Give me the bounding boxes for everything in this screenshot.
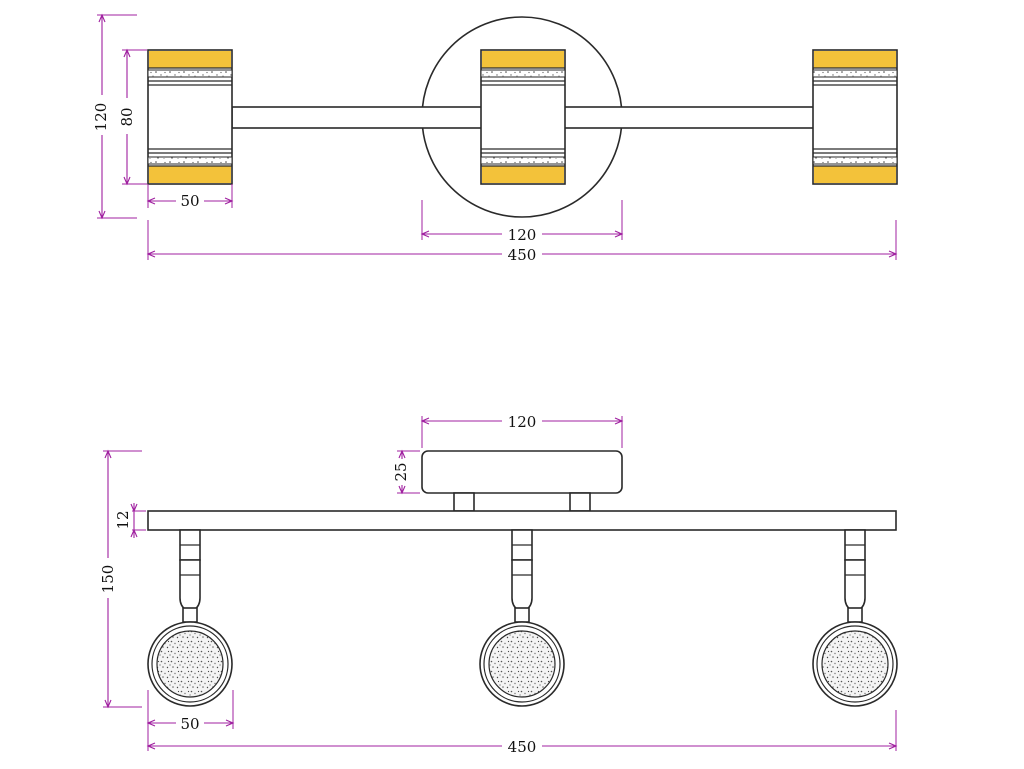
dim-top-base-diameter-label: 120 [508,226,537,244]
side-view: 120 25 12 [95,412,898,756]
crystal-band [147,69,233,78]
dim-top-overall-height: 120 [88,13,137,220]
dim-side-base-height: 25 [392,449,420,495]
dim-top-head-height-label: 80 [118,107,136,126]
side-heads [147,529,898,707]
side-post-right [569,492,591,512]
dim-side-overall-height: 150 [95,449,142,709]
dim-top-overall-length: 450 [146,220,898,264]
amber-lens-top [814,51,896,68]
crystal-band [147,156,233,165]
dim-top-base-diameter: 120 [420,200,624,244]
crystal-lens [488,630,556,698]
dim-side-base-width: 120 [420,412,624,448]
dim-side-head-width-label: 50 [180,715,199,733]
top-head-3 [812,49,898,185]
dim-side-base-width-label: 120 [508,413,537,431]
amber-lens-bottom [482,166,564,183]
top-heads [147,49,898,185]
side-head-3 [812,529,898,707]
side-head-1 [147,529,233,707]
side-base-plate [421,450,623,494]
amber-lens-top [149,51,231,68]
amber-lens-bottom [149,166,231,183]
dim-side-head-width: 50 [146,690,235,733]
top-head-2 [480,49,566,185]
dim-top-head-height: 80 [114,48,147,186]
dim-side-overall-height-label: 150 [99,565,117,594]
top-view: 120 80 50 [88,13,898,264]
crystal-lens [156,630,224,698]
dim-side-overall-length-label: 450 [508,738,537,756]
crystal-band [480,156,566,165]
crystal-band [480,69,566,78]
dim-side-overall-length: 450 [146,710,898,756]
crystal-lens [821,630,889,698]
side-head-2 [479,529,565,707]
amber-lens-bottom [814,166,896,183]
side-bar [147,510,897,531]
dim-side-base-height-label: 25 [392,462,410,481]
crystal-band [812,69,898,78]
dim-side-bar-thickness: 12 [114,503,146,538]
dim-top-head-width-label: 50 [180,192,199,210]
crystal-band [812,156,898,165]
amber-lens-top [482,51,564,68]
top-head-1 [147,49,233,185]
dim-top-overall-height-label: 120 [92,103,110,132]
dim-top-head-width: 50 [146,184,234,210]
dim-top-overall-length-label: 450 [508,246,537,264]
dim-side-bar-thickness-label: 12 [114,510,132,529]
side-post-left [453,492,475,512]
